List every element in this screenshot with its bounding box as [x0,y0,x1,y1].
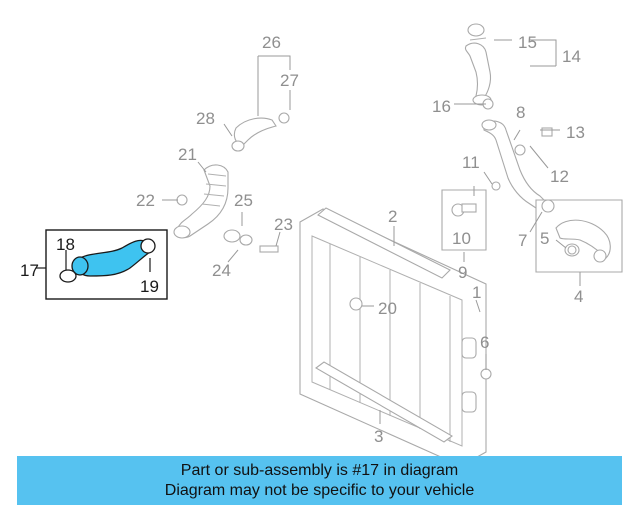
banner-line-2: Diagram may not be specific to your vehi… [164,481,475,499]
callout-21: 21 [178,145,197,164]
seal-ring-19 [140,238,156,254]
hose-4-group [535,199,623,273]
parts-diagram: 1 2 3 4 5 6 7 8 9 10 11 12 13 14 15 16 1… [20,23,623,456]
callout-26: 26 [262,33,281,52]
callout-18: 18 [56,235,75,254]
callout-9: 9 [458,263,467,282]
callout-17: 17 [20,261,39,280]
callout-22: 22 [136,191,155,210]
callout-14: 14 [562,47,581,66]
callout-12: 12 [550,167,569,186]
callout-24: 24 [212,261,231,280]
callout-27: 27 [280,71,299,90]
callout-4: 4 [574,287,583,306]
callout-2: 2 [388,207,397,226]
callout-10: 10 [452,229,471,248]
leader-lines [36,39,581,424]
callout-20: 20 [378,299,397,318]
hose-15 [464,23,492,106]
callout-3: 3 [374,427,383,446]
callout-23: 23 [274,215,293,234]
lower-seal-strip [315,361,453,443]
callout-1: 1 [472,283,481,302]
callout-labels: 1 2 3 4 5 6 7 8 9 10 11 12 13 14 15 16 1… [20,33,585,446]
bracket-9-group [441,189,487,251]
callout-6: 6 [480,333,489,352]
callout-25: 25 [234,191,253,210]
callout-7: 7 [518,231,527,250]
hose-17 [75,239,151,277]
hose-21 [173,164,229,239]
callout-13: 13 [566,123,585,142]
elbow-28 [231,117,277,152]
callout-16: 16 [432,97,451,116]
banner-line-1: Part or sub-assembly is #17 in diagram [180,461,459,479]
info-banner: Part or sub-assembly is #17 in diagram D… [17,456,622,505]
callout-15: 15 [518,33,537,52]
callout-19: 19 [140,277,159,296]
upper-seal-strip [317,207,451,279]
callout-5: 5 [540,229,549,248]
callout-8: 8 [516,103,525,122]
callout-11: 11 [462,153,480,172]
callout-28: 28 [196,109,215,128]
seal-ring-18 [59,269,77,283]
